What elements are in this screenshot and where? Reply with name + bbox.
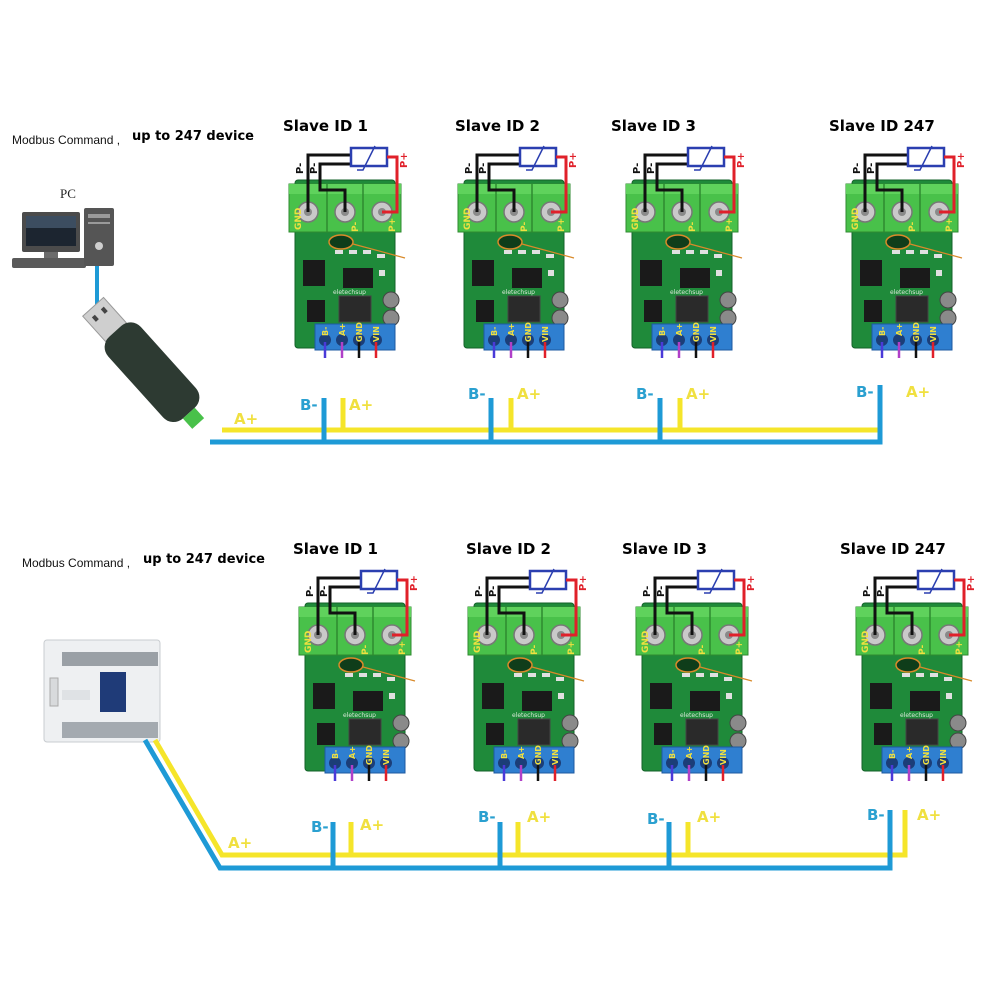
bus-a-label-master-1: A+ <box>234 410 259 428</box>
bus-a-label-1-3: A+ <box>686 385 711 403</box>
bus-a-label-1-1: A+ <box>349 396 374 414</box>
command-text-1: Modbus Command , <box>12 133 121 147</box>
slave-title-2-4: Slave ID 247 <box>840 540 946 558</box>
bus-a-wire-1 <box>222 385 883 433</box>
command-strong-1: up to 247 device <box>132 129 254 144</box>
usb-rs485-adapter-icon <box>82 296 205 429</box>
plc-controller-icon <box>43 639 161 743</box>
slave-module-1-2 <box>456 144 581 360</box>
command-strong-2: up to 247 device <box>143 552 265 567</box>
slave-module-1-1 <box>287 144 412 360</box>
bus-a-label-1-2: A+ <box>517 385 542 403</box>
slave-module-2-2 <box>466 567 591 783</box>
bus-b-label-1-2: B- <box>468 385 486 403</box>
bus-b-label-2-2: B- <box>478 808 496 826</box>
bus-b-label-1-4: B- <box>856 383 874 401</box>
bus-a-label-2-2: A+ <box>527 808 552 826</box>
bus-b-label-1-1: B- <box>300 396 318 414</box>
slave-title-2-1: Slave ID 1 <box>293 540 378 558</box>
bus-b-label-1-3: B- <box>636 385 654 403</box>
bus-a-label-master-2: A+ <box>228 834 253 852</box>
bus-b-label-2-1: B- <box>311 818 329 836</box>
bus-b-wire-1 <box>210 385 883 445</box>
slave-module-2-1 <box>297 567 422 783</box>
slave-title-1-2: Slave ID 2 <box>455 117 540 135</box>
slave-module-1-4 <box>844 144 969 360</box>
command-text-2: Modbus Command , <box>22 556 131 570</box>
bus-a-wire-2 <box>152 738 908 858</box>
slave-module-2-4 <box>854 567 979 783</box>
pc-computer-icon <box>12 208 114 268</box>
slave-module-2-3 <box>634 567 759 783</box>
pc-label: PC <box>60 186 76 201</box>
bus-b-wire-2 <box>142 738 893 871</box>
slave-title-1-3: Slave ID 3 <box>611 117 696 135</box>
bus-a-label-2-1: A+ <box>360 816 385 834</box>
bus-a-label-1-4: A+ <box>906 383 931 401</box>
bus-b-label-2-3: B- <box>647 810 665 828</box>
slave-title-1-4: Slave ID 247 <box>829 117 935 135</box>
slave-title-2-3: Slave ID 3 <box>622 540 707 558</box>
slave-module-1-3 <box>624 144 749 360</box>
slave-title-1-1: Slave ID 1 <box>283 117 368 135</box>
bus-a-label-2-4: A+ <box>917 806 942 824</box>
bus-a-label-2-3: A+ <box>697 808 722 826</box>
slave-title-2-2: Slave ID 2 <box>466 540 551 558</box>
bus-b-label-2-4: B- <box>867 806 885 824</box>
